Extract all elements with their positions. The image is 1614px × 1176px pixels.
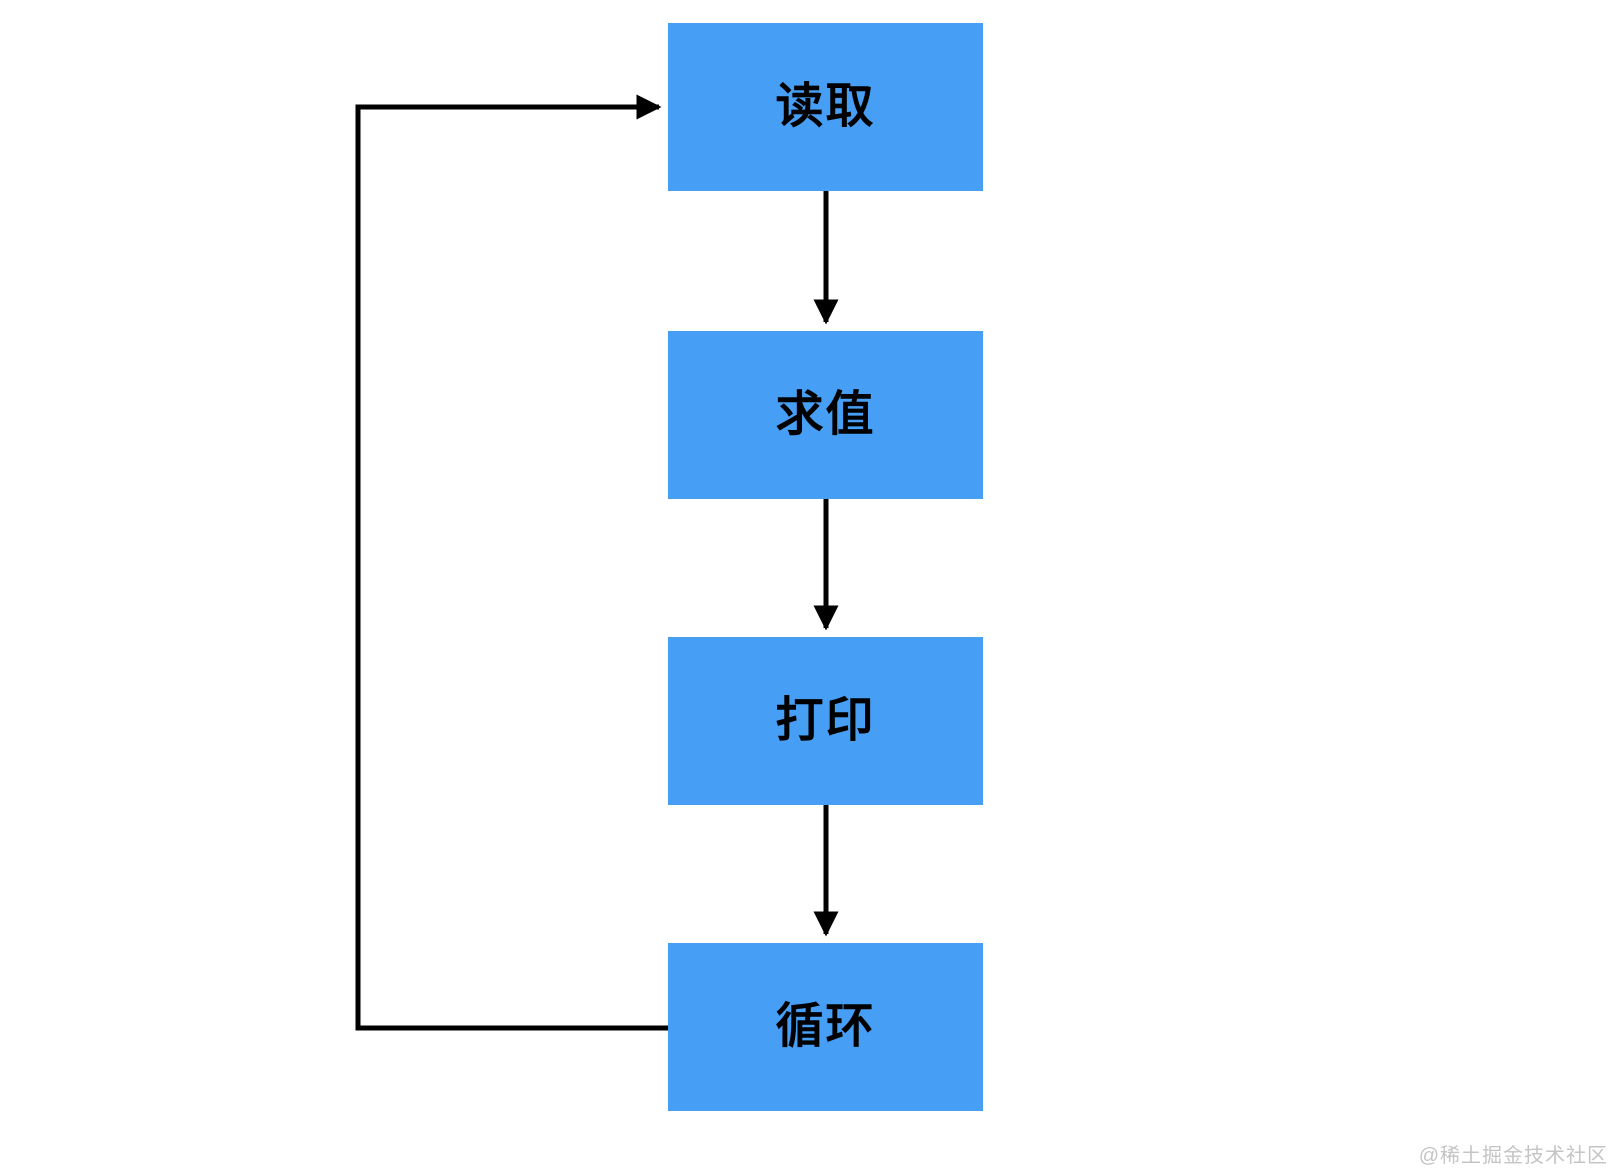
watermark: @稀土掘金技术社区 [1418,1145,1608,1167]
flow-node-print-label: 打印 [775,694,876,747]
flow-node-eval-label: 求值 [775,388,876,441]
flow-node-loop: 循环 [668,943,983,1111]
flow-node-read: 读取 [668,23,983,191]
flow-node-loop-label: 循环 [775,1000,876,1053]
flow-node-read-label: 读取 [775,80,876,133]
flow-node-print: 打印 [668,637,983,805]
flow-node-eval: 求值 [668,331,983,499]
arrow-loop-to-read [355,94,668,1031]
